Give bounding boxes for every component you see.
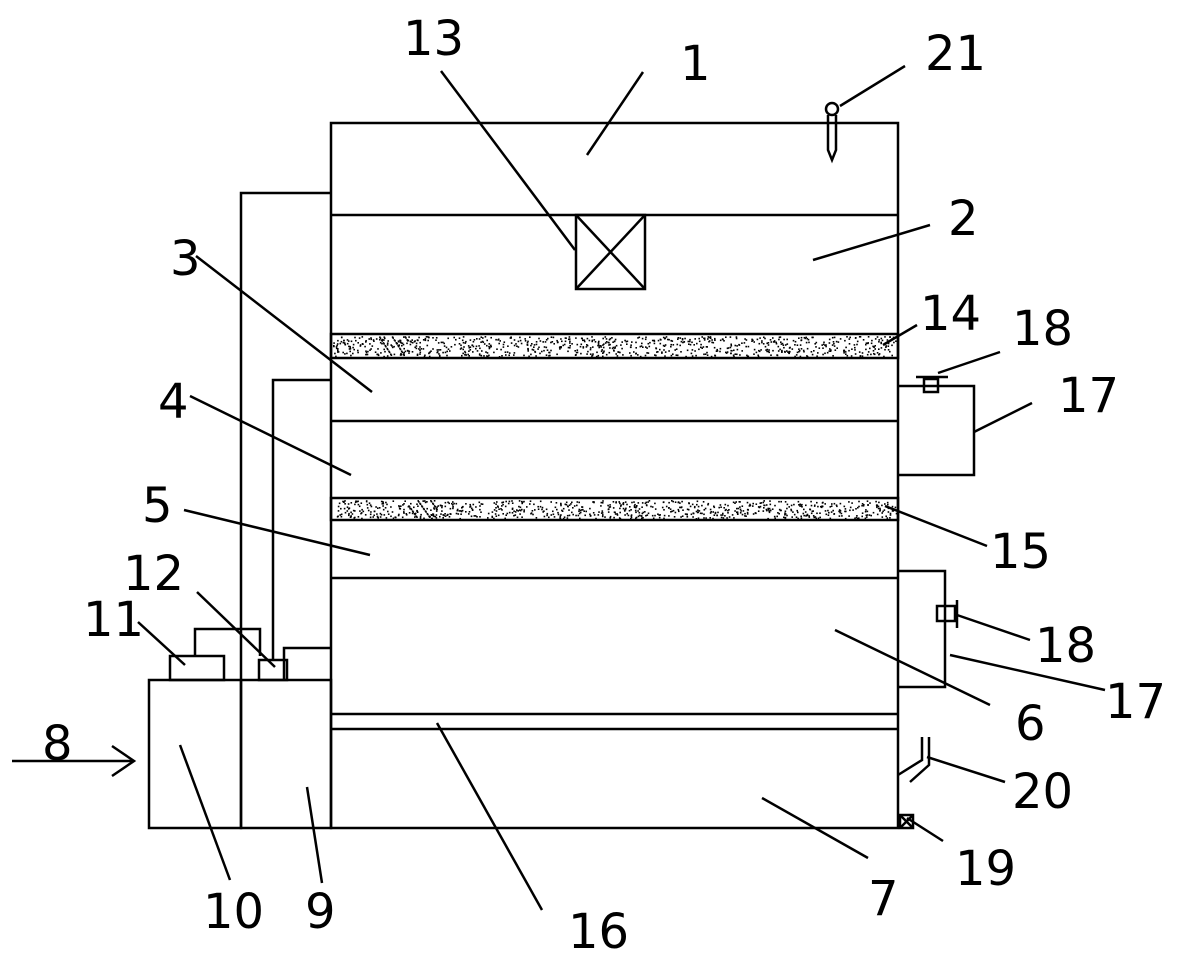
label-17-lower: 17 bbox=[1105, 674, 1166, 730]
side-box-17-lower bbox=[898, 569, 959, 689]
main-tower bbox=[329, 121, 900, 830]
thermometer-21 bbox=[824, 101, 840, 164]
side-box-17-upper bbox=[898, 375, 976, 477]
fan-box-13 bbox=[574, 213, 647, 291]
small-connector bbox=[282, 646, 331, 680]
label-16: 16 bbox=[568, 904, 629, 958]
label-7: 7 bbox=[868, 871, 899, 927]
label-21: 21 bbox=[925, 26, 986, 82]
inlet-arrow-8 bbox=[12, 744, 137, 778]
number-labels: 1 13 21 2 3 14 18 17 4 5 15 12 11 18 17 … bbox=[42, 11, 1166, 958]
tank-10 bbox=[147, 678, 243, 830]
label-4: 4 bbox=[158, 374, 189, 430]
packing-dots-15 bbox=[336, 500, 898, 520]
packing-dots-14 bbox=[333, 336, 897, 358]
label-9: 9 bbox=[305, 884, 336, 940]
label-3: 3 bbox=[170, 231, 201, 287]
label-1: 1 bbox=[680, 36, 711, 92]
label-20: 20 bbox=[1012, 764, 1073, 820]
pipe-upper bbox=[239, 191, 331, 680]
label-8: 8 bbox=[42, 716, 73, 772]
pump-11 bbox=[168, 627, 262, 682]
label-19: 19 bbox=[955, 841, 1016, 897]
label-5: 5 bbox=[142, 478, 173, 534]
tank-9 bbox=[239, 678, 333, 830]
label-12: 12 bbox=[123, 546, 184, 602]
label-15: 15 bbox=[990, 524, 1051, 580]
packing-layer-15 bbox=[329, 496, 900, 522]
label-17-upper: 17 bbox=[1058, 368, 1119, 424]
label-11: 11 bbox=[83, 592, 144, 648]
label-14: 14 bbox=[920, 286, 981, 342]
label-2: 2 bbox=[948, 191, 979, 247]
pipe-middle bbox=[271, 378, 331, 660]
label-18-lower: 18 bbox=[1035, 618, 1096, 674]
label-18-upper: 18 bbox=[1012, 301, 1073, 357]
packing-layer-14 bbox=[329, 332, 900, 360]
label-13: 13 bbox=[403, 11, 464, 67]
leader-lines bbox=[137, 64, 1106, 911]
outlet-pipe-20 bbox=[897, 737, 931, 783]
label-10: 10 bbox=[203, 884, 264, 940]
label-6: 6 bbox=[1015, 696, 1046, 752]
